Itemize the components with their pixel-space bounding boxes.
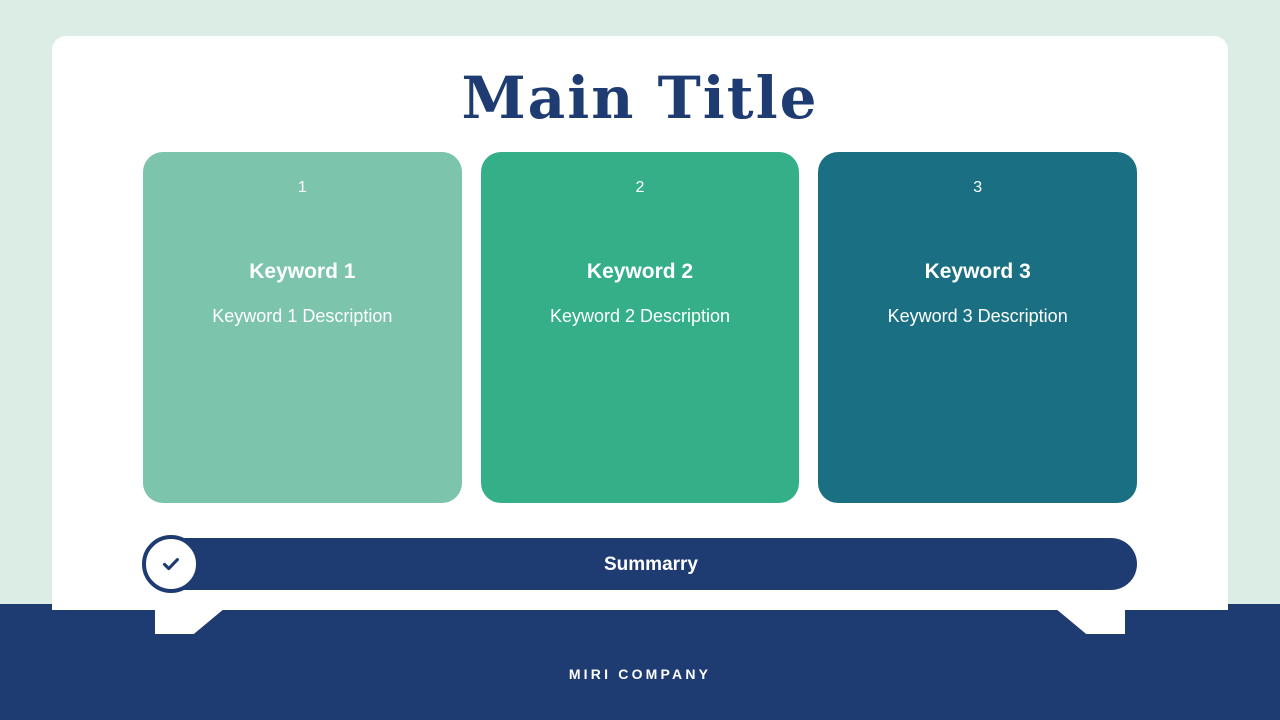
keyword-card-3[interactable]: 3 Keyword 3 Keyword 3 Description <box>818 152 1138 503</box>
keyword-card-description: Keyword 2 Description <box>549 306 731 326</box>
keyword-card-1[interactable]: 1 Keyword 1 Keyword 1 Description <box>143 152 462 503</box>
slide-card: Main Title 1 Keyword 1 Keyword 1 Descrip… <box>52 36 1228 610</box>
check-circle-icon <box>142 535 200 593</box>
keyword-card-row: 1 Keyword 1 Keyword 1 Description 2 Keyw… <box>143 152 1138 503</box>
keyword-card-description: Keyword 3 Description <box>887 306 1068 326</box>
keyword-card-description: Keyword 1 Description <box>212 306 393 326</box>
footer-band <box>0 604 1280 720</box>
keyword-card-number: 3 <box>973 179 983 196</box>
summary-bar[interactable]: Summarry <box>142 535 1137 593</box>
keyword-card-title: Keyword 1 <box>249 260 356 283</box>
page-title: Main Title <box>461 64 819 132</box>
footer-company-name: MIRI COMPANY <box>568 666 712 682</box>
keyword-card-title: Keyword 3 <box>924 260 1031 283</box>
keyword-card-2[interactable]: 2 Keyword 2 Keyword 2 Description <box>480 152 800 503</box>
keyword-card-number: 2 <box>635 179 645 196</box>
keyword-card-number: 1 <box>297 179 307 196</box>
keyword-card-title: Keyword 2 <box>586 260 694 283</box>
summary-label: Summarry <box>604 553 698 575</box>
